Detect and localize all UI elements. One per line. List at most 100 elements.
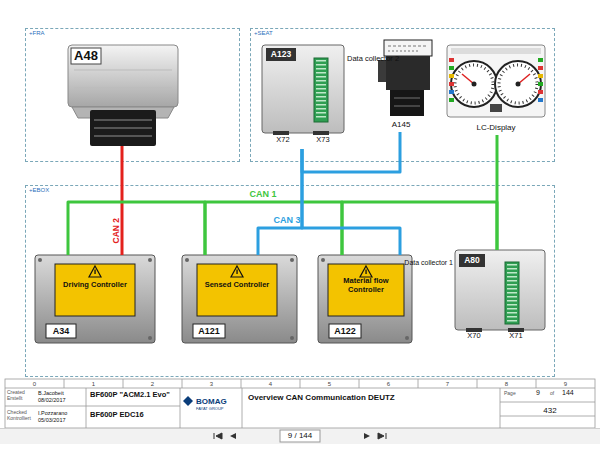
plug-connector: A145: [382, 40, 436, 132]
gauge-hub: [516, 82, 521, 87]
gauge-hub: [472, 82, 477, 87]
device-tag: A80: [459, 254, 485, 267]
ruler-tick: [123, 379, 124, 388]
date: 08/02/2017: [38, 397, 84, 403]
page-count: 144: [562, 389, 590, 397]
ruler-tick: [241, 379, 242, 388]
indicator-icon: [449, 74, 454, 78]
controller-body: [182, 255, 297, 343]
controller-illustration: [35, 255, 155, 343]
device-tag: A145: [386, 120, 416, 129]
logo-mark: [183, 396, 193, 406]
tag-plate: [266, 48, 296, 61]
device-tag: A121: [193, 324, 225, 338]
ecu-body: [68, 45, 178, 107]
viewer-bar: [0, 428, 600, 444]
ecu-illustration: [68, 45, 178, 146]
cell-divider: [242, 388, 243, 428]
rivet: [405, 336, 409, 340]
indicator-icon: [538, 66, 543, 70]
controller-illustration: [182, 255, 297, 343]
can-bus-line: [342, 202, 497, 255]
tag-plate: [329, 324, 361, 338]
device-tag: A123: [266, 48, 296, 61]
tag-plate: [46, 324, 76, 338]
toolbar-background: [0, 428, 600, 444]
data-collector-illustration: [262, 45, 344, 135]
title-frame: [5, 379, 595, 428]
field-caption: Erstellt: [7, 396, 37, 402]
indicator-icon: [538, 82, 543, 86]
indicator-icon: [538, 74, 543, 78]
page-indicator: 9 / 144: [280, 430, 320, 442]
connector-rib: [94, 119, 152, 121]
green-connector: [314, 58, 328, 122]
indicator-icon: [449, 98, 454, 102]
sheet-number: 432: [530, 406, 570, 415]
plug-illustration: [378, 40, 432, 116]
ruler-tick: [418, 379, 419, 388]
column-number: 4: [266, 381, 276, 388]
device-tag: A48: [71, 48, 101, 64]
indicator-icon: [538, 98, 543, 102]
warning-label: [55, 264, 135, 316]
plug-socket: [273, 131, 289, 135]
device-name: Data collector 1: [402, 259, 453, 267]
field-caption: Checked: [7, 410, 37, 416]
location-region: +FRA A48: [25, 28, 240, 162]
display-band: [451, 48, 541, 54]
ruler-tick: [182, 379, 183, 388]
controller-body: [35, 255, 155, 343]
ecu-module: A48: [68, 45, 178, 146]
controller-module: A121Sensed Controller: [182, 255, 297, 343]
connector-rib: [94, 135, 152, 137]
connector-name: X72: [271, 136, 295, 145]
indicator-icon: [538, 58, 543, 62]
controller-illustration: [318, 255, 412, 343]
sticker-print: [388, 46, 428, 47]
indicator-icon: [449, 90, 454, 94]
rivet: [290, 258, 294, 262]
plug-clip: [378, 60, 386, 82]
author-name: B.Jacobeit: [38, 390, 84, 396]
data-collector-illustration: [455, 250, 545, 332]
title-block: [5, 379, 595, 428]
indicator-icon: [538, 90, 543, 94]
can-bus-line: [496, 135, 499, 250]
field-caption: of: [550, 391, 560, 397]
gauge-ticks: [499, 65, 537, 103]
company-group: FAYAT GROUP: [196, 407, 240, 412]
plug-socket: [313, 131, 329, 135]
sheet-title: Overview CAN Communication DEUTZ: [248, 393, 488, 402]
connector-name: X73: [311, 136, 335, 145]
sticker-print: [388, 51, 420, 52]
indicator-icon: [449, 66, 454, 70]
field-caption: Kontrolliert: [7, 416, 37, 422]
plug-sticker: [384, 40, 432, 56]
cell-divider: [86, 388, 87, 428]
gauge-dial: [451, 61, 497, 107]
column-number: 9: [561, 381, 571, 388]
warning-label: [197, 264, 277, 316]
device-tag: A34: [46, 324, 76, 338]
column-number: 0: [30, 381, 40, 388]
data-collector: A80Data collector 1X70X71: [455, 250, 545, 345]
warning-triangle: [231, 266, 243, 277]
device-tag: A122: [329, 324, 361, 338]
tag-plate: [193, 324, 225, 338]
bus-name: CAN 2: [112, 214, 121, 248]
warning-mark: [94, 270, 95, 275]
gauge-ticks: [455, 65, 493, 103]
ecu-rib: [74, 88, 172, 89]
collector-body: [262, 45, 344, 133]
display-screen: [490, 104, 502, 112]
green-connector: [505, 262, 519, 324]
ruler-tick: [536, 379, 537, 388]
location-code: +FRA: [29, 30, 89, 37]
can-bus-line: [205, 202, 342, 255]
location-code: +SEAT: [254, 30, 314, 37]
rivet: [290, 336, 294, 340]
location-region: +SEATA123Data collector 2X72X73A145LC-Di…: [250, 28, 555, 162]
warning-triangle: [89, 266, 101, 277]
